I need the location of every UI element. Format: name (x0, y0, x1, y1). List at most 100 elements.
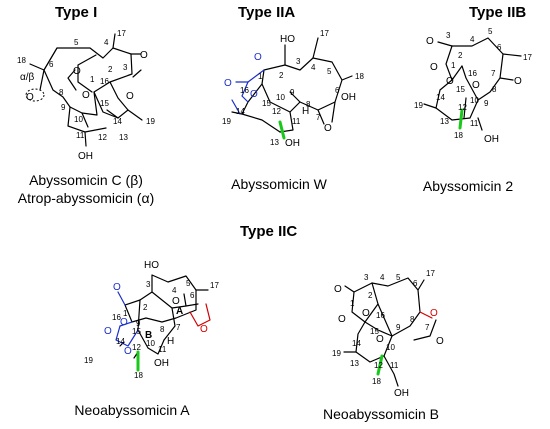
n-b-o7: O (436, 336, 444, 347)
n-a-o7: O (172, 296, 180, 307)
t2b-n5: 5 (488, 27, 493, 36)
n-a-o1: O (113, 282, 121, 293)
n-b-oh: OH (394, 388, 409, 399)
type-iib-structure: O O O O O OH 1 2 3 4 5 6 7 8 9 10 11 12 … (414, 27, 532, 145)
t2b-o1: O (430, 62, 438, 73)
n-a-ho: HO (144, 260, 159, 271)
type-i-structure: O O O O OH α/β O 1 2 3 4 5 6 8 9 10 11 1… (17, 29, 155, 162)
n-b-n13: 13 (350, 359, 359, 368)
type-iia-structure: O HO O O O OH OH H 1 2 3 4 5 6 7 8 9 10 … (222, 29, 364, 149)
t2b-n6: 6 (497, 43, 502, 52)
neoabyssomicin-a-structure: O HO O O O O O OH H A B 1 2 3 4 5 6 7 8 … (84, 260, 219, 380)
t2a-n15: 15 (262, 99, 271, 108)
n-b-n7: 7 (425, 323, 430, 332)
t2a-n16: 16 (240, 86, 249, 95)
type-iib-title: Type IIB (469, 4, 526, 21)
n-a-n14: 14 (116, 337, 125, 346)
t2b-o3: O (426, 36, 434, 47)
t1-n3: 3 (123, 63, 128, 72)
n-a-n6: 6 (190, 291, 195, 300)
n-b-n15: 15 (370, 327, 379, 336)
n-b-n14: 14 (352, 339, 361, 348)
t1-n13: 13 (119, 133, 128, 142)
t1-n10: 10 (74, 115, 83, 124)
t2a-o4: O (324, 123, 332, 134)
t2a-n9: 9 (290, 88, 295, 97)
t2a-n1: 1 (258, 72, 263, 81)
n-a-o14: O (124, 346, 132, 357)
type-i-name-2: Atrop-abyssomicin (α) (18, 190, 154, 206)
t2a-n10: 10 (276, 93, 285, 102)
t2b-o2: O (446, 76, 454, 87)
n-b-n9: 9 (396, 323, 401, 332)
n-a-n7: 7 (176, 323, 181, 332)
t1-n14: 14 (113, 117, 122, 126)
t2b-n19: 19 (414, 101, 423, 110)
t1-oh: OH (78, 151, 93, 162)
n-a-n2: 2 (143, 303, 148, 312)
type-iia-name: Abyssomicin W (231, 176, 327, 192)
t2a-n8: 8 (306, 100, 311, 109)
n-b-o1: O (338, 314, 346, 325)
n-b-n17: 17 (426, 269, 435, 278)
n-a-n4: 4 (172, 286, 177, 295)
t2b-o16: O (472, 80, 480, 91)
t2b-n3: 3 (446, 31, 451, 40)
type-i-title: Type I (55, 4, 97, 21)
t1-n15: 15 (100, 99, 109, 108)
t1-n12: 12 (98, 133, 107, 142)
t2b-oh: OH (484, 134, 499, 145)
t2a-o1: O (254, 52, 262, 63)
n-a-n8: 8 (160, 325, 165, 334)
n-b-n6: 6 (413, 279, 418, 288)
n-b-n5: 5 (396, 273, 401, 282)
t1-o3: O (126, 91, 134, 102)
t1-n2: 2 (108, 65, 113, 74)
n-a-n5: 5 (186, 279, 191, 288)
n-b-n4: 4 (380, 273, 385, 282)
n-a-n16: 16 (112, 313, 121, 322)
t2b-o7: O (514, 76, 522, 87)
t2a-n18: 18 (355, 72, 364, 81)
t1-n6: 6 (49, 60, 54, 69)
n-b-o15: O (376, 334, 384, 345)
t2a-n11: 11 (292, 117, 301, 126)
t2a-n2: 2 (279, 71, 284, 80)
t1-n8: 8 (59, 88, 64, 97)
t2a-n4: 4 (311, 63, 316, 72)
n-a-n15: 15 (132, 327, 141, 336)
t1-o1: O (73, 66, 81, 77)
t1-n17: 17 (117, 29, 126, 38)
t1-n16: 16 (100, 77, 109, 86)
n-a-n10: 10 (146, 339, 155, 348)
n-b-oring: O (430, 308, 438, 319)
t2a-n12: 12 (272, 107, 281, 116)
type-iib-name: Abyssomicin 2 (423, 178, 513, 194)
n-b-n8: 8 (410, 315, 415, 324)
t2b-n14: 14 (436, 93, 445, 102)
t2b-n15: 15 (456, 85, 465, 94)
t2a-oh6: OH (341, 92, 356, 103)
type-i-name-1: Abyssomicin C (β) (29, 172, 143, 188)
type-i-panel: Type I O O O O OH α/β (17, 4, 155, 206)
n-a-o2: O (120, 317, 128, 328)
t2a-o2: O (224, 78, 232, 89)
t2b-n8: 8 (492, 85, 497, 94)
neoabyssomicin-b-structure: O O O O O O OH 1 2 3 4 5 6 7 8 9 10 11 1… (332, 269, 444, 399)
t2b-n2: 2 (458, 51, 463, 60)
t2b-n12: 12 (458, 103, 467, 112)
t2b-n13: 13 (440, 117, 449, 126)
t2a-ho: HO (280, 34, 295, 45)
n-b-n11: 11 (390, 361, 399, 370)
n-b-n19: 19 (332, 349, 341, 358)
n-b-o2: O (362, 308, 370, 319)
n-a-n18: 18 (134, 371, 143, 380)
t2a-n5: 5 (327, 67, 332, 76)
n-a-n19: 19 (84, 356, 93, 365)
type-iic-title: Type IIC (240, 223, 297, 240)
n-a-oring: O (200, 324, 208, 335)
t1-alpha-beta: α/β (20, 72, 35, 83)
n-a-oh: OH (154, 358, 169, 369)
t2a-o3: O (250, 89, 258, 100)
t2a-n13: 13 (270, 138, 279, 147)
